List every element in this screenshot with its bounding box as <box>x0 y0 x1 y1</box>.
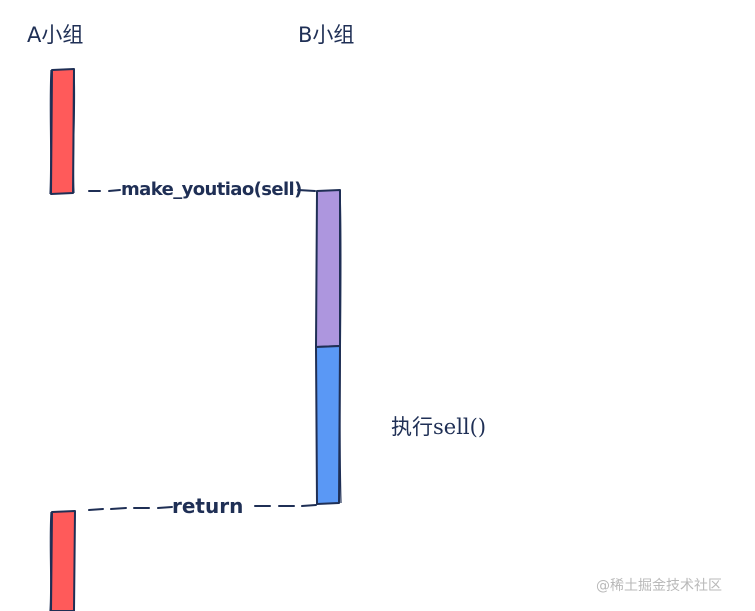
call-message-label: make_youtiao(sell) <box>121 179 302 200</box>
a-activation-bar-bottom <box>50 510 76 611</box>
watermark: @稀土掘金技术社区 <box>596 578 722 594</box>
lane-label-a: A小组 <box>27 23 84 47</box>
a-activation-bar-top-scribble <box>49 69 52 195</box>
a-activation-bar-top <box>50 68 75 195</box>
call-message-line <box>88 189 316 192</box>
b-activation-bar-execute <box>315 345 341 505</box>
b-activation-bar-scribble <box>339 189 342 504</box>
a-activation-bar-top-scribble-right <box>72 68 76 194</box>
b-activation-bar-call <box>315 189 341 348</box>
a-activation-bar-bottom-scribble <box>49 511 52 611</box>
return-message-label: return <box>172 494 244 518</box>
execute-annotation: 执行sell() <box>391 415 487 439</box>
lane-label-b: B小组 <box>298 23 355 47</box>
return-message-line <box>88 504 317 511</box>
